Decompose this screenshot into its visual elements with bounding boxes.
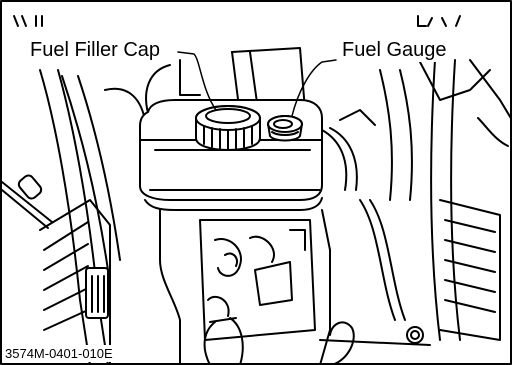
fuel-filler-cap <box>196 106 260 150</box>
fuel-filler-cap-label: Fuel Filler Cap <box>26 38 164 62</box>
left-frame-rails <box>40 70 120 365</box>
top-corner-marks <box>14 16 460 26</box>
engine-block <box>160 210 330 365</box>
right-pedal <box>440 200 500 340</box>
fuel-gauge <box>268 116 302 141</box>
figure-code: 3574M-0401-010E <box>2 345 116 362</box>
right-hoses <box>320 110 430 345</box>
left-lever <box>2 173 52 228</box>
fuel-gauge-label: Fuel Gauge <box>338 38 451 62</box>
